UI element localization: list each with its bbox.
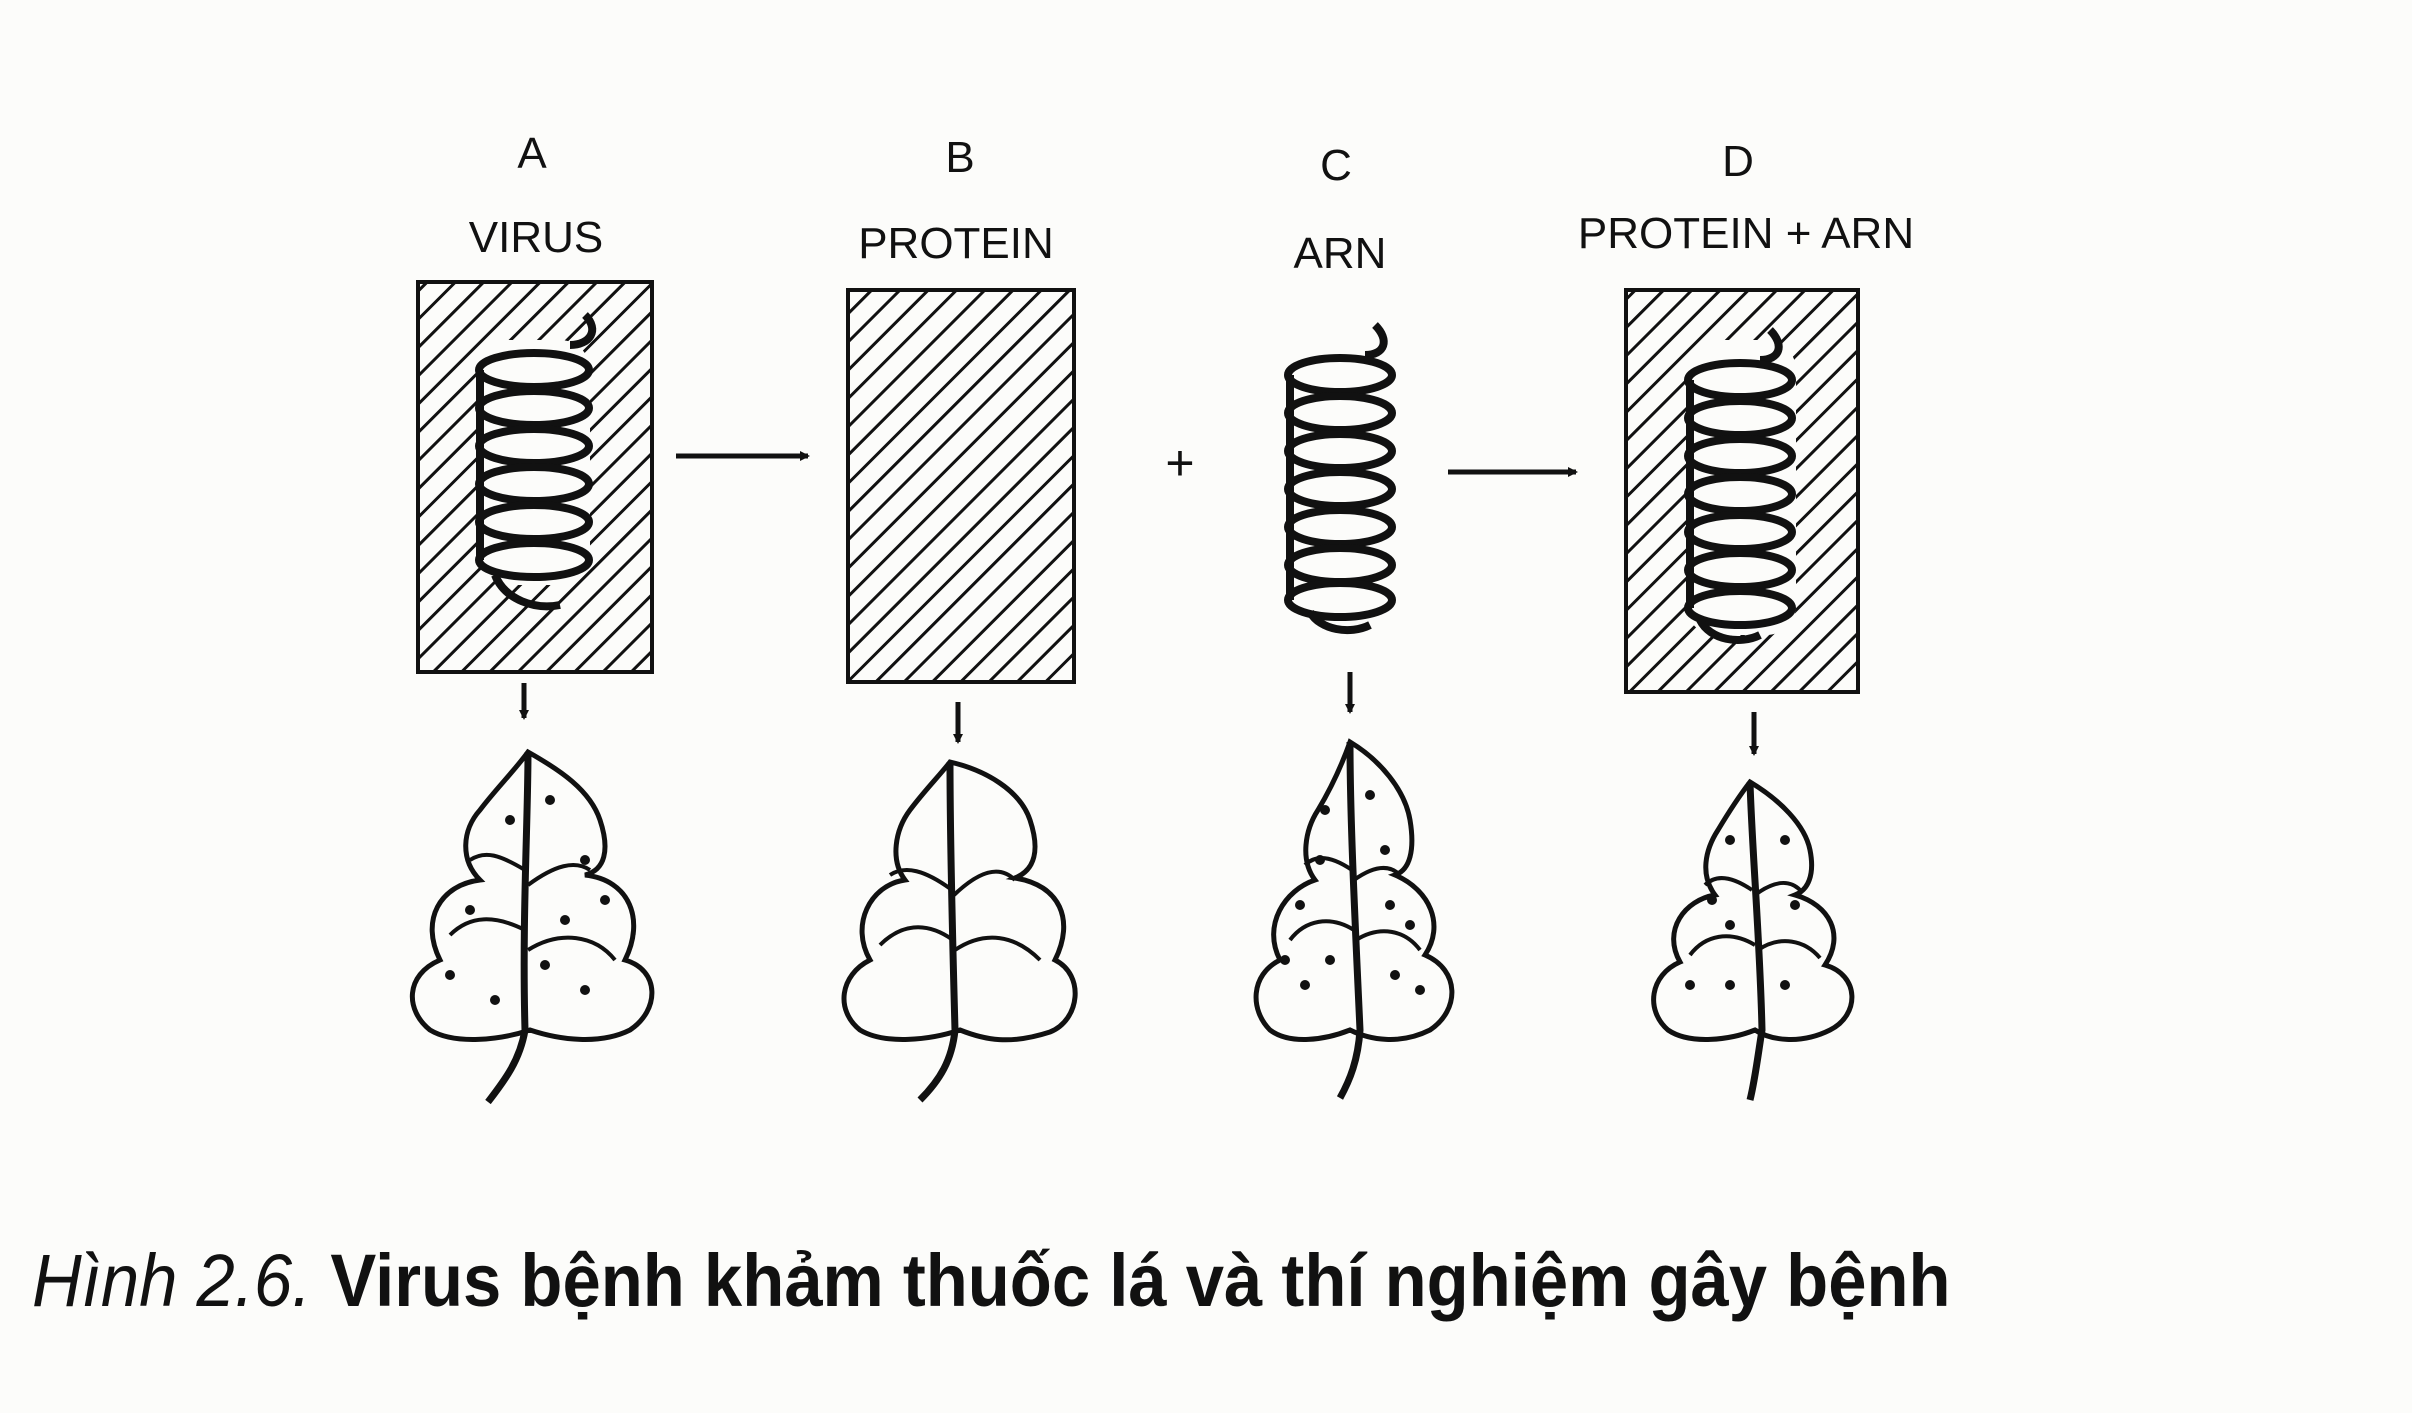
panel-letter-a: A [517, 129, 547, 178]
figure-number: Hình 2.6. [32, 1239, 312, 1322]
virus-hatched-capsid [416, 280, 654, 674]
figure-caption: Hình 2.6. Virus bệnh khảm thuốc lá và th… [32, 1238, 1951, 1323]
spotted-leaf [1651, 778, 1855, 1101]
rna-helix [475, 312, 597, 611]
panel-a: A VIRUS [409, 129, 655, 1105]
spotted-leaf [1253, 738, 1455, 1100]
panel-label-d: PROTEIN + ARN [1578, 209, 1914, 258]
protein-hatched-capsid [846, 288, 1076, 684]
caption-text: Virus bệnh khảm thuốc lá và thí nghiệm g… [330, 1239, 1951, 1322]
panel-label-c: ARN [1294, 229, 1387, 278]
panel-b: B PROTEIN [841, 133, 1078, 1103]
spotted-leaf [409, 748, 655, 1105]
rna-helix [1284, 322, 1396, 635]
panel-label-a: VIRUS [469, 213, 603, 262]
panel-d: D PROTEIN + ARN [1578, 137, 1914, 1101]
plus-sign: + [1165, 435, 1194, 491]
panel-letter-b: B [945, 133, 974, 182]
panel-c: C ARN [1253, 141, 1455, 1100]
panel-label-b: PROTEIN [858, 219, 1054, 268]
rna-helix [1684, 327, 1796, 644]
healthy-leaf [841, 759, 1078, 1103]
protein-rna-hatched-capsid [1624, 288, 1860, 694]
panel-letter-c: C [1320, 141, 1352, 190]
panel-letter-d: D [1722, 137, 1754, 186]
